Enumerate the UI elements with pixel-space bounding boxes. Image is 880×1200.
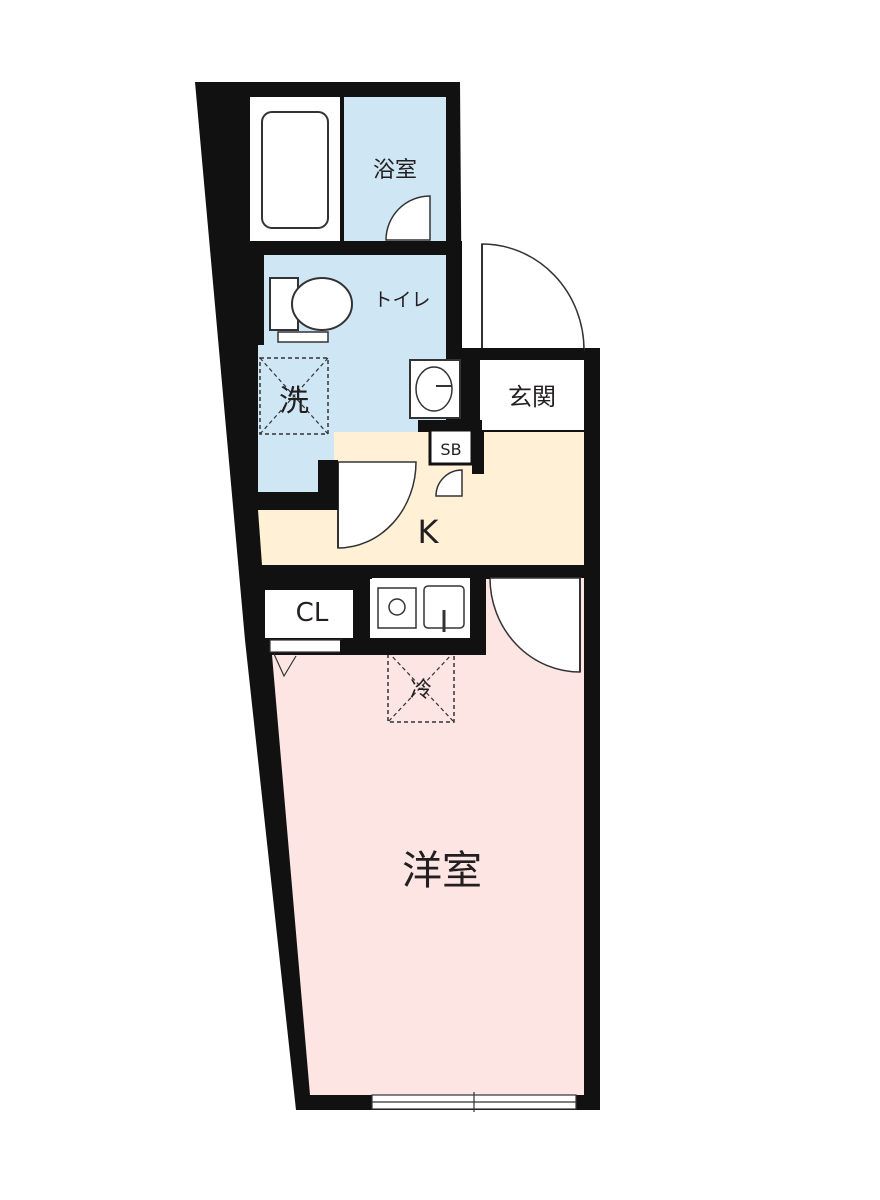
western-room-area (272, 578, 584, 1095)
wall-closet-east (353, 579, 370, 640)
wall-entrance-top (480, 348, 584, 360)
wall-wet-south-2 (318, 460, 338, 510)
entrance-door-swing (481, 243, 585, 351)
stove-icon (377, 587, 417, 629)
wall-bath-toilet (250, 241, 462, 255)
wall-bath-divider (340, 97, 344, 241)
wall-kitchen-south (250, 565, 372, 579)
closet-label: CL (296, 598, 329, 628)
wall-entrance-west (464, 348, 480, 430)
entrance-area (480, 360, 584, 430)
wash-basin-icon (409, 359, 461, 419)
wall-sb-east (472, 430, 484, 474)
bathtub-icon (261, 111, 329, 229)
fridge-label: 冷 (410, 678, 432, 703)
bath-door-swing (385, 195, 431, 241)
toilet-label: トイレ (373, 289, 430, 311)
small-door-swing (435, 469, 463, 497)
window-icon (371, 1092, 577, 1112)
wall-counter-east (470, 579, 486, 655)
shoe-box-label: SB (440, 440, 461, 459)
fridge-space-icon (387, 651, 455, 723)
kitchen-sink-icon (423, 585, 465, 632)
closet-door-icon (269, 639, 343, 678)
washer-space-icon (259, 357, 329, 435)
wall-wet-east (446, 255, 462, 348)
kitchen-label: K (418, 513, 440, 551)
room-door-swing (489, 577, 581, 673)
wall-sb (418, 420, 482, 430)
wall-counter-south (340, 640, 486, 655)
washroom-door-swing (337, 461, 417, 549)
western-room-label: 洋室 (402, 848, 482, 894)
wall-kitchen-south-2 (470, 565, 490, 579)
toilet-icon (269, 277, 353, 343)
wall-wet-south (258, 492, 334, 510)
bath-room-label: 浴室 (373, 158, 417, 183)
entrance-label: 玄関 (508, 383, 556, 411)
washer-label: 洗 (279, 384, 309, 419)
closet-area (265, 590, 353, 638)
